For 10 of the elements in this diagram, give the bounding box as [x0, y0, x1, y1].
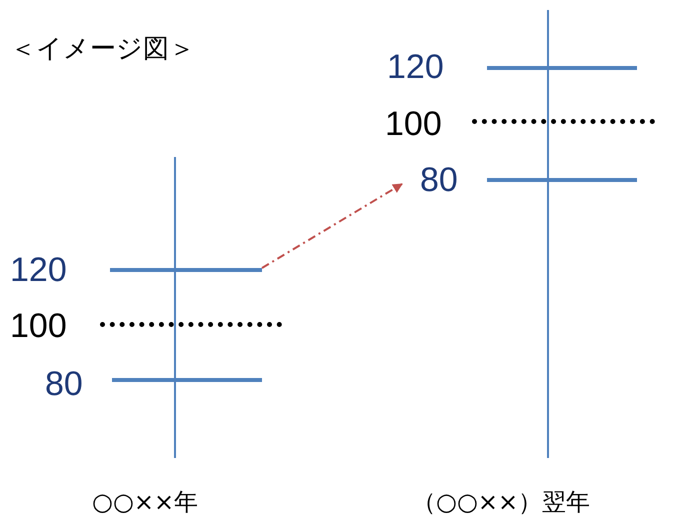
level-label: 100 — [385, 104, 442, 144]
level-label: 100 — [10, 306, 67, 346]
level-label: 80 — [420, 160, 458, 200]
level-label: 120 — [387, 47, 444, 87]
title: ＜イメージ図＞ — [10, 34, 195, 64]
year-label: ○○××年 — [92, 487, 198, 517]
level-label: 80 — [45, 364, 83, 404]
year-label: （○○××）翌年 — [412, 487, 590, 517]
arrow — [261, 183, 403, 269]
level-label: 120 — [10, 250, 67, 290]
